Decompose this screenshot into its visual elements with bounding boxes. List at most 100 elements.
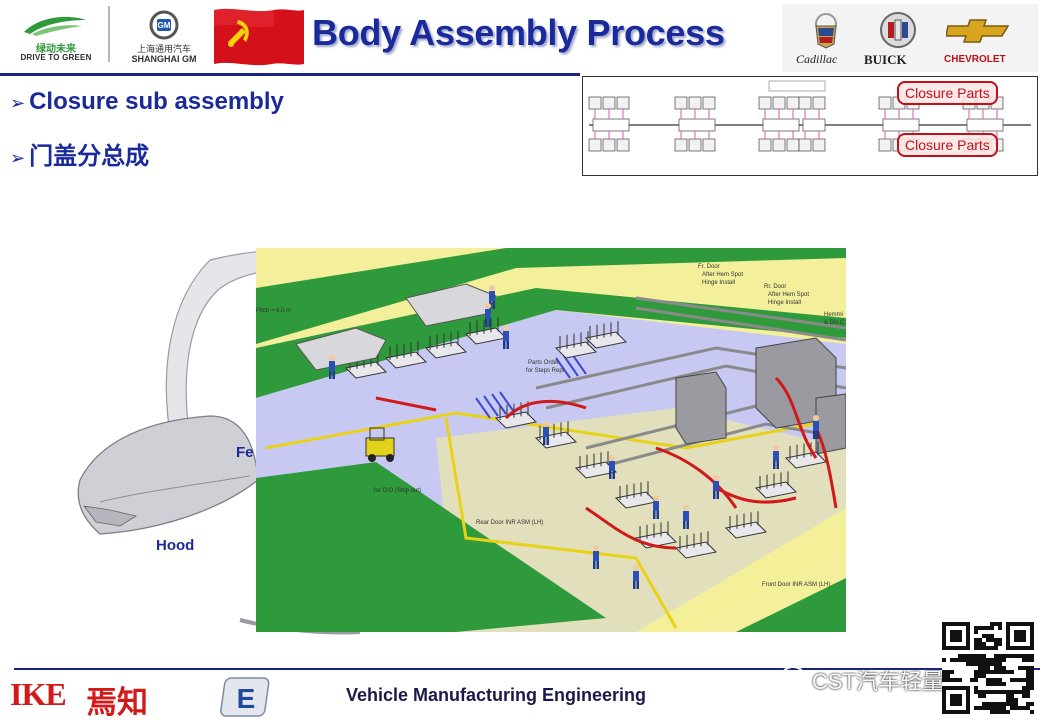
qr-module xyxy=(970,662,974,666)
qr-module xyxy=(982,706,986,710)
qr-module xyxy=(990,634,994,638)
qr-module xyxy=(994,678,998,682)
qr-module xyxy=(990,678,994,682)
parts-rack xyxy=(674,531,718,559)
qr-module xyxy=(978,706,982,710)
header-rule xyxy=(0,73,580,76)
qr-module xyxy=(1022,690,1026,694)
qr-module xyxy=(998,654,1002,658)
header-divider xyxy=(108,6,110,62)
qr-module xyxy=(1014,690,1018,694)
qr-module xyxy=(1010,690,1014,694)
front-door-inr-note: Front Door INR ASM (LH) xyxy=(762,582,831,588)
qr-module xyxy=(978,670,982,674)
qr-module xyxy=(998,690,1002,694)
flow-part-box xyxy=(688,96,702,110)
qr-module xyxy=(994,706,998,710)
flow-part-box xyxy=(674,96,688,110)
qr-module xyxy=(1002,670,1006,674)
parts-rack xyxy=(424,331,468,359)
saic-logo-cn: 绿动未来 xyxy=(36,44,76,55)
flow-part-box xyxy=(772,96,786,110)
qr-module xyxy=(994,682,998,686)
qr-module xyxy=(990,646,994,650)
brand-logos: Cadillac BUICK CHEVROLET xyxy=(782,4,1038,72)
qr-module xyxy=(978,658,982,662)
qr-module xyxy=(998,662,1002,666)
qr-module xyxy=(982,654,986,658)
qr-module xyxy=(1026,670,1030,674)
qr-module xyxy=(966,662,970,666)
qr-module xyxy=(974,690,978,694)
qr-module xyxy=(990,706,994,710)
flow-part-box xyxy=(588,138,602,152)
qr-module xyxy=(1006,698,1010,702)
closure-parts-callout-bottom: Closure Parts xyxy=(897,133,998,157)
qr-module xyxy=(958,654,962,658)
qr-module xyxy=(970,654,974,658)
svg-text:GM: GM xyxy=(158,21,171,30)
parts-rack xyxy=(754,471,798,499)
qr-module xyxy=(950,678,954,682)
qr-module xyxy=(1002,706,1006,710)
qr-module xyxy=(994,622,998,626)
qr-module xyxy=(974,674,978,678)
qr-module xyxy=(1014,698,1018,702)
qr-module xyxy=(1026,678,1030,682)
qr-module xyxy=(1030,658,1034,662)
qr-module xyxy=(998,642,1002,646)
closure-parts-callout-top: Closure Parts xyxy=(897,81,998,105)
parts-rack xyxy=(574,451,618,479)
qr-module xyxy=(982,642,986,646)
qr-module xyxy=(982,674,986,678)
qr-module xyxy=(1010,694,1014,698)
flow-part-box xyxy=(688,138,702,152)
qr-module xyxy=(950,658,954,662)
fr-door-note-3: Hinge Install xyxy=(702,280,736,286)
qr-module xyxy=(1002,666,1006,670)
qr-module xyxy=(1026,702,1030,706)
pitch-note: Pitch = 6.0 m xyxy=(256,308,292,314)
qr-module xyxy=(1026,682,1030,686)
qr-module xyxy=(998,638,1002,642)
qr-module xyxy=(986,670,990,674)
qr-module xyxy=(1002,710,1006,714)
slide-title: Body Assembly Process xyxy=(312,12,725,53)
qr-module xyxy=(1030,702,1034,706)
qr-module xyxy=(1026,654,1030,658)
qr-module xyxy=(986,646,990,650)
qr-module xyxy=(994,690,998,694)
qr-module xyxy=(990,638,994,642)
qr-module xyxy=(946,670,950,674)
qr-module xyxy=(962,658,966,662)
qr-module xyxy=(1030,682,1034,686)
forklift-icon xyxy=(365,427,395,462)
qr-module xyxy=(950,670,954,674)
flow-part-box xyxy=(812,138,826,152)
worker-figure xyxy=(329,355,335,379)
qr-finder xyxy=(942,622,970,650)
qr-module xyxy=(978,626,982,630)
qr-module xyxy=(1002,702,1006,706)
saic-logo-en: DRIVE TO GREEN xyxy=(20,53,92,62)
qr-module xyxy=(1006,710,1010,714)
factory-floor-illustration xyxy=(256,248,846,632)
qr-module xyxy=(986,658,990,662)
qr-module xyxy=(1006,694,1010,698)
parts-rack xyxy=(614,481,658,509)
wechat-icon xyxy=(781,666,812,689)
qr-module xyxy=(1018,706,1022,710)
qr-module xyxy=(1026,666,1030,670)
qr-module xyxy=(1006,690,1010,694)
qr-module xyxy=(974,686,978,690)
qr-module xyxy=(982,702,986,706)
gm-badge-icon: GM xyxy=(149,10,179,40)
flow-station-box xyxy=(762,118,800,132)
worker-figure xyxy=(543,421,549,445)
qr-module xyxy=(974,646,978,650)
qr-module xyxy=(1022,666,1026,670)
qr-module xyxy=(986,706,990,710)
qr-finder xyxy=(942,686,970,714)
qr-module xyxy=(990,710,994,714)
worker-figure xyxy=(593,545,599,569)
